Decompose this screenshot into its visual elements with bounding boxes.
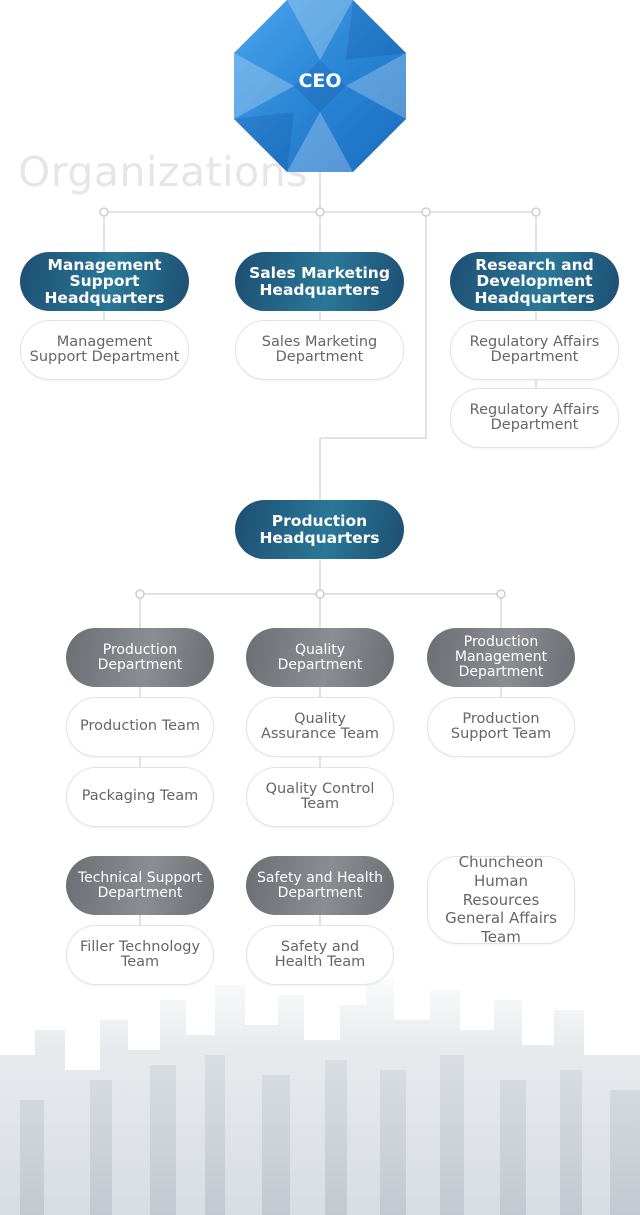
- ceo-label: CEO: [298, 70, 342, 92]
- quality-assurance-team[interactable]: Quality Assurance Team: [246, 697, 394, 757]
- regulatory-affairs-department-2[interactable]: Regulatory Affairs Department: [450, 388, 619, 448]
- sales-marketing-department[interactable]: Sales Marketing Department: [235, 320, 404, 380]
- ceo-octagon: [234, 0, 406, 172]
- sales-marketing-hq[interactable]: Sales Marketing Headquarters: [235, 252, 404, 311]
- regulatory-affairs-department[interactable]: Regulatory Affairs Department: [450, 320, 619, 380]
- management-support-department[interactable]: Management Support Department: [20, 320, 189, 380]
- technical-support-department[interactable]: Technical Support Department: [66, 856, 214, 915]
- production-support-team[interactable]: Production Support Team: [427, 697, 575, 757]
- quality-control-team[interactable]: Quality Control Team: [246, 767, 394, 827]
- filler-technology-team[interactable]: Filler Technology Team: [66, 925, 214, 985]
- organizations-watermark: Organizations: [18, 148, 308, 196]
- safety-health-department[interactable]: Safety and Health Department: [246, 856, 394, 915]
- management-support-hq[interactable]: Management Support Headquarters: [20, 252, 189, 311]
- production-team[interactable]: Production Team: [66, 697, 214, 757]
- safety-health-team[interactable]: Safety and Health Team: [246, 925, 394, 985]
- production-management-department[interactable]: Production Management Department: [427, 628, 575, 687]
- quality-department[interactable]: Quality Department: [246, 628, 394, 687]
- city-skyline-background: [0, 960, 640, 1215]
- production-department[interactable]: Production Department: [66, 628, 214, 687]
- packaging-team[interactable]: Packaging Team: [66, 767, 214, 827]
- chuncheon-hr-general-affairs-team[interactable]: Chuncheon Human Resources General Affair…: [427, 853, 575, 946]
- research-development-hq[interactable]: Research and Development Headquarters: [450, 252, 619, 311]
- production-hq[interactable]: Production Headquarters: [235, 500, 404, 559]
